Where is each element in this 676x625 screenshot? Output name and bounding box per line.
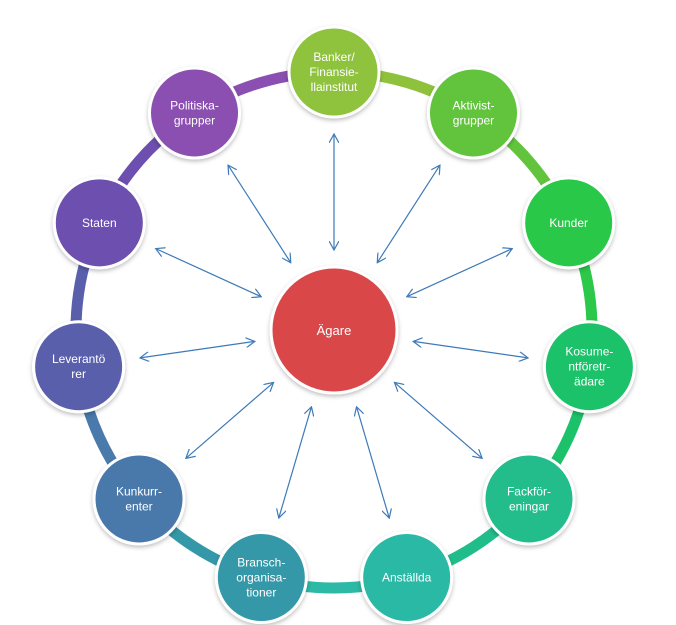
arrow-fack [395,383,481,458]
stakeholder-label-line: Finansie- [309,65,358,79]
stakeholder-label-line: Aktivist- [452,98,494,112]
stakeholder-node-anstallda: Anställda [360,531,454,625]
stakeholder-label-line: Leverantö [52,352,106,366]
stakeholder-label-line: ädare [574,375,605,389]
arrow-kunder [408,249,512,296]
stakeholder-node-aktivist: Aktivist-grupper [426,66,520,160]
stakeholder-node-banker: Banker/Finansie-llainstitut [287,25,381,119]
arrow-konsument [414,342,527,358]
stakeholder-node-label: Bransch-organisa-tioner [236,556,286,600]
stakeholder-node-circle [360,531,454,625]
stakeholder-node-politiska: Politiska-grupper [148,66,242,160]
stakeholder-label-line: Bransch- [237,556,285,570]
stakeholder-label-line: grupper [453,113,494,127]
stakeholder-node-konsument: Kosume-ntföretr-ädare [542,320,636,414]
stakeholder-label-line: tioner [246,586,276,600]
stakeholder-label-line: organisa- [236,571,286,585]
arrow-konkurrenter [187,383,273,458]
stakeholder-node-circle [52,176,146,270]
stakeholder-node-label: Staten [82,216,117,230]
stakeholder-label-line: Kunder [549,216,588,230]
stakeholder-node-circle [32,320,126,414]
stakeholder-node-circle [92,452,186,546]
stakeholder-node-label: Kunkurr-enter [116,484,162,513]
center-node-group: Ägare [269,265,399,395]
stakeholder-node-label: Kunder [549,216,588,230]
stakeholder-label-line: grupper [174,113,215,127]
stakeholder-node-group: Banker/Finansie-llainstitutAktivist-grup… [32,25,636,625]
stakeholder-node-label: Politiska-grupper [170,98,219,127]
stakeholder-node-konkurrenter: Kunkurr-enter [92,452,186,546]
stakeholder-label-line: Politiska- [170,98,219,112]
stakeholder-label-line: Staten [82,216,117,230]
stakeholder-label-line: Fackför- [507,484,551,498]
stakeholder-node-label: Kosume-ntföretr-ädare [565,345,613,389]
stakeholder-node-circle [522,176,616,270]
stakeholder-node-circle [542,320,636,414]
stakeholder-label-line: ntföretr- [568,360,610,374]
stakeholder-node-circle [426,66,520,160]
stakeholder-node-label: Aktivist-grupper [452,98,494,127]
stakeholder-node-circle [287,25,381,119]
stakeholder-node-circle [148,66,242,160]
arrow-group [141,135,527,517]
arrow-anstallda [357,408,389,517]
stakeholder-node-bransch: Bransch-organisa-tioner [214,531,308,625]
stakeholder-label-line: Kunkurr- [116,484,162,498]
arrow-leverantorer [141,342,254,358]
stakeholder-node-staten: Staten [52,176,146,270]
center-node-label: Ägare [317,323,352,338]
stakeholder-label-line: Anställda [382,571,432,585]
stakeholder-label-line: rer [71,367,86,381]
stakeholder-node-circle [482,452,576,546]
stakeholder-node-circle [214,531,308,625]
stakeholder-node-fack: Fackför-eningar [482,452,576,546]
stakeholder-label-line: enter [125,499,152,513]
arrow-staten [157,249,261,296]
stakeholder-node-label: Banker/Finansie-llainstitut [309,50,358,94]
stakeholder-label-line: llainstitut [311,80,358,94]
stakeholder-node-label: Anställda [382,571,432,585]
stakeholder-node-label: Fackför-eningar [507,484,551,513]
arrow-politiska [229,166,291,262]
stakeholder-label-line: Kosume- [565,345,613,359]
arrow-aktivist [378,166,440,262]
stakeholder-label-line: eningar [509,499,549,513]
center-node-circle [269,265,399,395]
stakeholder-label-line: Banker/ [313,50,355,64]
stakeholder-node-kunder: Kunder [522,176,616,270]
arrow-bransch [279,408,311,517]
